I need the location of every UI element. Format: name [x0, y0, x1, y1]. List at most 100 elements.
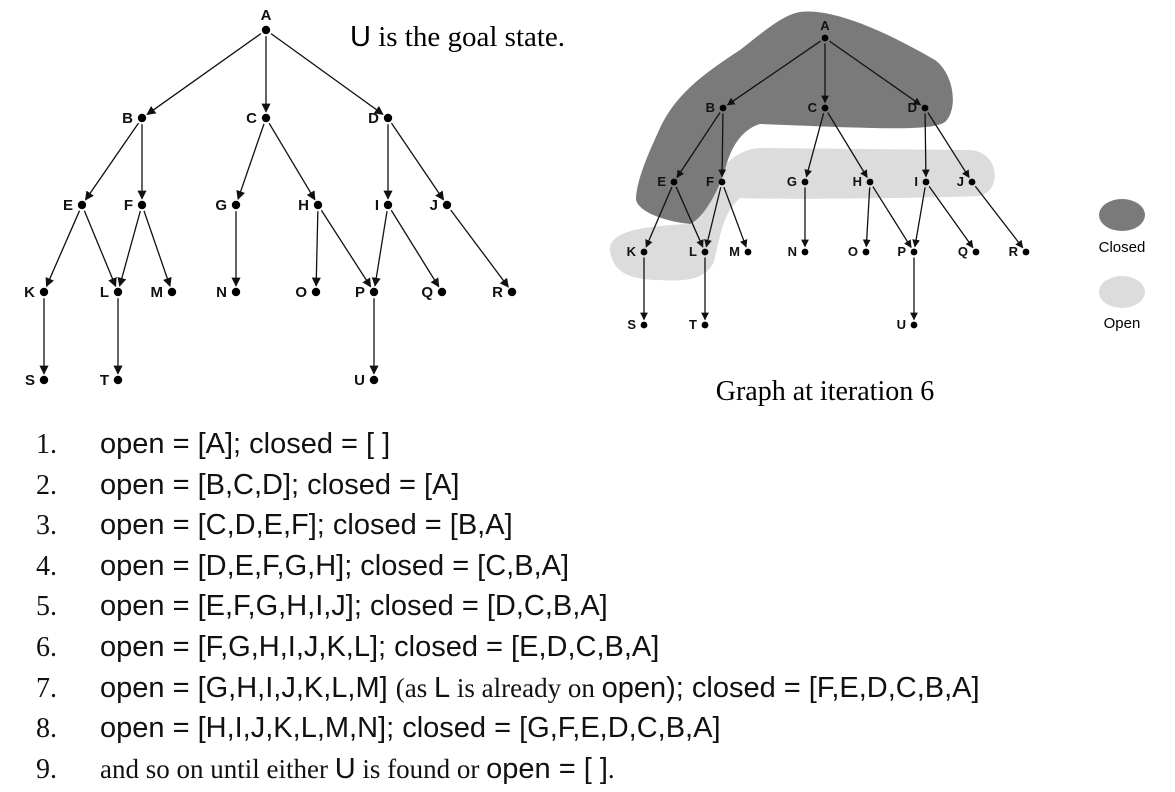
right-node-label: Q	[958, 244, 968, 259]
right-edge-c-g	[804, 113, 825, 178]
step-text: open = [A]; closed = [ ]	[100, 428, 391, 460]
left-node-m	[167, 287, 177, 297]
left-node-b	[137, 113, 147, 123]
legend-closed-label: Closed	[1099, 239, 1146, 256]
right-node-label: I	[914, 174, 918, 189]
left-node-label: O	[295, 284, 307, 301]
left-node-o	[311, 287, 321, 297]
left-node-label: U	[354, 372, 365, 389]
left-edge-c-g	[236, 123, 265, 200]
right-edge-e-k	[645, 186, 673, 248]
left-edge-i-p	[371, 211, 388, 287]
left-node-p	[369, 287, 379, 297]
left-node-label: Q	[421, 284, 433, 301]
left-node-n	[231, 287, 241, 297]
step-number: 4.	[36, 550, 57, 582]
step-text: U	[334, 752, 356, 785]
right-node-h	[866, 178, 874, 186]
right-edge-a-d	[829, 40, 922, 106]
left-edge-b-e	[84, 122, 140, 201]
step-text: open = [B,C,D]; closed = [A]	[100, 468, 460, 501]
left-edge-f-l	[117, 210, 141, 287]
right-edge-j-r	[974, 185, 1024, 249]
step-item: 4.open = [D,E,F,G,H]; closed = [C,B,A]	[36, 546, 980, 587]
right-tree-edges	[640, 40, 1024, 321]
right-edge-i-q	[928, 186, 974, 249]
left-node-h	[313, 200, 323, 210]
left-node-e	[77, 200, 87, 210]
right-edge-h-o	[862, 187, 871, 248]
right-node-l	[701, 248, 709, 256]
right-node-p	[910, 248, 918, 256]
left-node-c	[261, 113, 271, 123]
step-number: 6.	[36, 631, 57, 663]
left-node-s	[39, 375, 49, 385]
right-node-label: B	[706, 100, 715, 115]
left-node-r	[507, 287, 517, 297]
right-node-label: E	[657, 174, 666, 189]
left-node-label: A	[261, 7, 272, 24]
step-text: is found or	[355, 753, 487, 784]
step-number: 7.	[36, 672, 57, 704]
left-node-label: J	[430, 197, 438, 214]
step-number: 3.	[36, 510, 57, 542]
left-node-f	[137, 200, 147, 210]
left-node-j	[442, 200, 452, 210]
left-node-l	[113, 287, 123, 297]
left-node-g	[231, 200, 241, 210]
left-node-label: T	[100, 372, 109, 389]
bfs-steps-list: 1.open = [A]; closed = [ ]2.open = [B,C,…	[36, 424, 980, 789]
step-text: open	[601, 671, 667, 704]
right-node-f	[718, 178, 726, 186]
left-node-i	[383, 200, 393, 210]
left-edge-f-m	[143, 210, 172, 287]
right-node-s	[640, 321, 648, 329]
right-edge-b-e	[676, 112, 721, 179]
left-node-label: K	[24, 284, 35, 301]
left-edge-i-q	[390, 209, 440, 288]
right-node-label: R	[1009, 244, 1019, 259]
right-edge-b-f	[718, 113, 727, 178]
left-node-label: G	[215, 197, 227, 214]
right-edge-c-h	[827, 112, 868, 179]
step-text: and so on until either	[100, 753, 335, 784]
left-node-q	[437, 287, 447, 297]
left-node-label: I	[375, 197, 379, 214]
left-edge-h-p	[320, 209, 372, 288]
right-node-k	[640, 248, 648, 256]
right-node-j	[968, 178, 976, 186]
legend-open-swatch	[1099, 276, 1145, 308]
right-node-t	[701, 321, 709, 329]
right-node-label: O	[848, 244, 858, 259]
left-node-label: C	[246, 110, 257, 127]
left-node-label: D	[368, 110, 379, 127]
right-node-r	[1022, 248, 1030, 256]
closed-region	[636, 11, 953, 225]
right-node-m	[744, 248, 752, 256]
right-node-label: S	[627, 317, 636, 332]
right-edge-e-l	[675, 186, 704, 248]
right-node-o	[862, 248, 870, 256]
left-node-label: M	[151, 284, 164, 301]
step-text: open = [G,H,I,J,K,L,M]	[100, 671, 396, 704]
step-text: L	[434, 671, 451, 704]
right-node-e	[670, 178, 678, 186]
right-node-label: C	[808, 100, 818, 115]
right-node-q	[972, 248, 980, 256]
right-node-label: P	[897, 244, 906, 259]
step-item: 6.open = [F,G,H,I,J,K,L]; closed = [E,D,…	[36, 627, 980, 668]
step-text: open = [ ]	[486, 752, 608, 785]
right-node-label: L	[689, 244, 697, 259]
right-node-c	[821, 104, 829, 112]
right-node-label: J	[957, 174, 964, 189]
right-edge-d-i	[921, 113, 930, 178]
left-edge-a-b	[146, 33, 262, 115]
left-node-d	[383, 113, 393, 123]
step-number: 9.	[36, 753, 57, 785]
step-text: is already on	[450, 672, 602, 703]
right-node-b	[719, 104, 727, 112]
goal-note: U is the goal state.	[350, 21, 565, 53]
left-node-label: E	[63, 197, 73, 214]
